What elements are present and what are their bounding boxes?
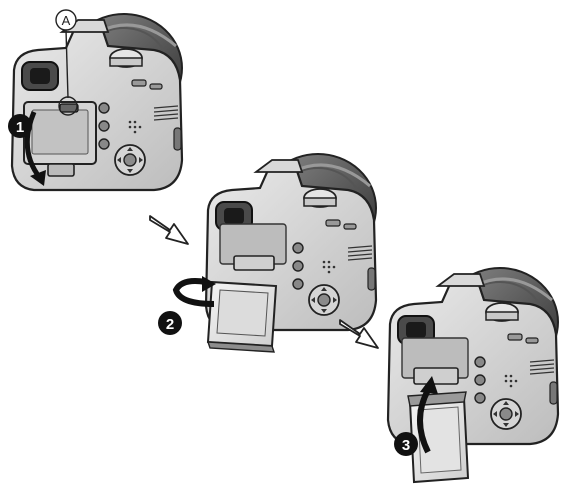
step-1-badge bbox=[8, 114, 32, 138]
step-2-group: 2 bbox=[158, 276, 216, 335]
transition-arrow-1 bbox=[149, 215, 189, 245]
callout-a-label: A bbox=[62, 13, 71, 28]
step-1-arrowhead bbox=[30, 170, 46, 186]
step-1-arrow bbox=[24, 111, 43, 180]
step-2-arrowhead bbox=[202, 276, 216, 292]
step-1-group: 1 bbox=[8, 111, 46, 186]
camera-step-2 bbox=[204, 152, 378, 353]
step-3-badge bbox=[394, 432, 418, 456]
callout-a-leader bbox=[65, 29, 69, 99]
step-3-arrow bbox=[417, 388, 431, 454]
callout-a: A bbox=[55, 9, 78, 116]
step-2-badge bbox=[158, 311, 182, 335]
camera-step-1 bbox=[10, 12, 184, 192]
step-3-group: 3 bbox=[394, 376, 438, 456]
transition-arrow-2 bbox=[339, 319, 379, 349]
step-3-arrowhead bbox=[420, 376, 438, 394]
callout-a-target-circle bbox=[58, 96, 78, 116]
step-3-number: 3 bbox=[402, 437, 410, 454]
step-1-number: 1 bbox=[16, 119, 24, 136]
step-2-number: 2 bbox=[166, 316, 174, 333]
camera-step-3 bbox=[386, 266, 560, 484]
step-2-arrow bbox=[172, 278, 215, 307]
